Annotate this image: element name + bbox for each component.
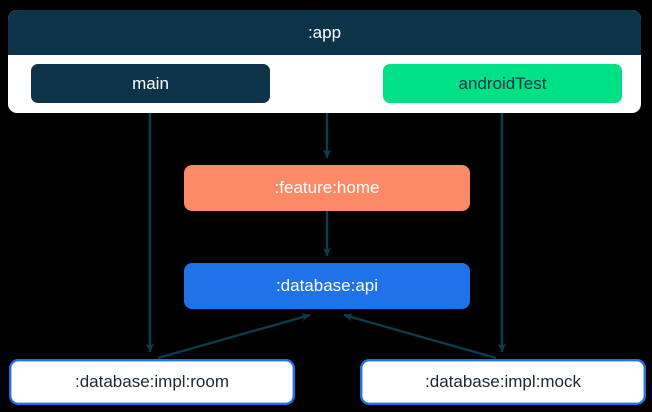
node-database-api-label: :database:api	[276, 276, 378, 295]
node-database-impl-room-label: :database:impl:room	[75, 372, 229, 391]
cluster-app-header	[8, 10, 641, 55]
node-database-api-box	[184, 263, 470, 309]
node-database-impl-mock-label: :database:impl:mock	[425, 372, 581, 391]
node-android-test-label: androidTest	[459, 74, 547, 93]
edge-layer	[145, 113, 507, 360]
node-android-test-box	[383, 64, 622, 103]
node-feature-home-box	[184, 165, 470, 211]
node-database-impl-room-box	[8, 359, 296, 406]
edge-database-impl-room-to-database-api	[157, 313, 311, 360]
node-main[interactable]: main	[31, 64, 270, 103]
node-database-impl-room[interactable]: :database:impl:room	[8, 359, 296, 406]
node-database-impl-mock[interactable]: :database:impl:mock	[360, 359, 647, 406]
node-feature-home[interactable]: :feature:home	[184, 165, 470, 211]
node-database-impl-mock-box	[360, 359, 647, 406]
node-android-test[interactable]: androidTest	[383, 64, 622, 103]
node-main-box	[31, 64, 270, 103]
node-main-label: main	[132, 74, 169, 93]
cluster-app-title: :app	[308, 23, 341, 42]
node-feature-home-label: :feature:home	[275, 178, 380, 197]
edge-database-impl-mock-to-database-api	[343, 313, 497, 360]
cluster-app[interactable]: :app main androidTest	[8, 10, 641, 113]
node-database-api[interactable]: :database:api	[184, 263, 470, 309]
